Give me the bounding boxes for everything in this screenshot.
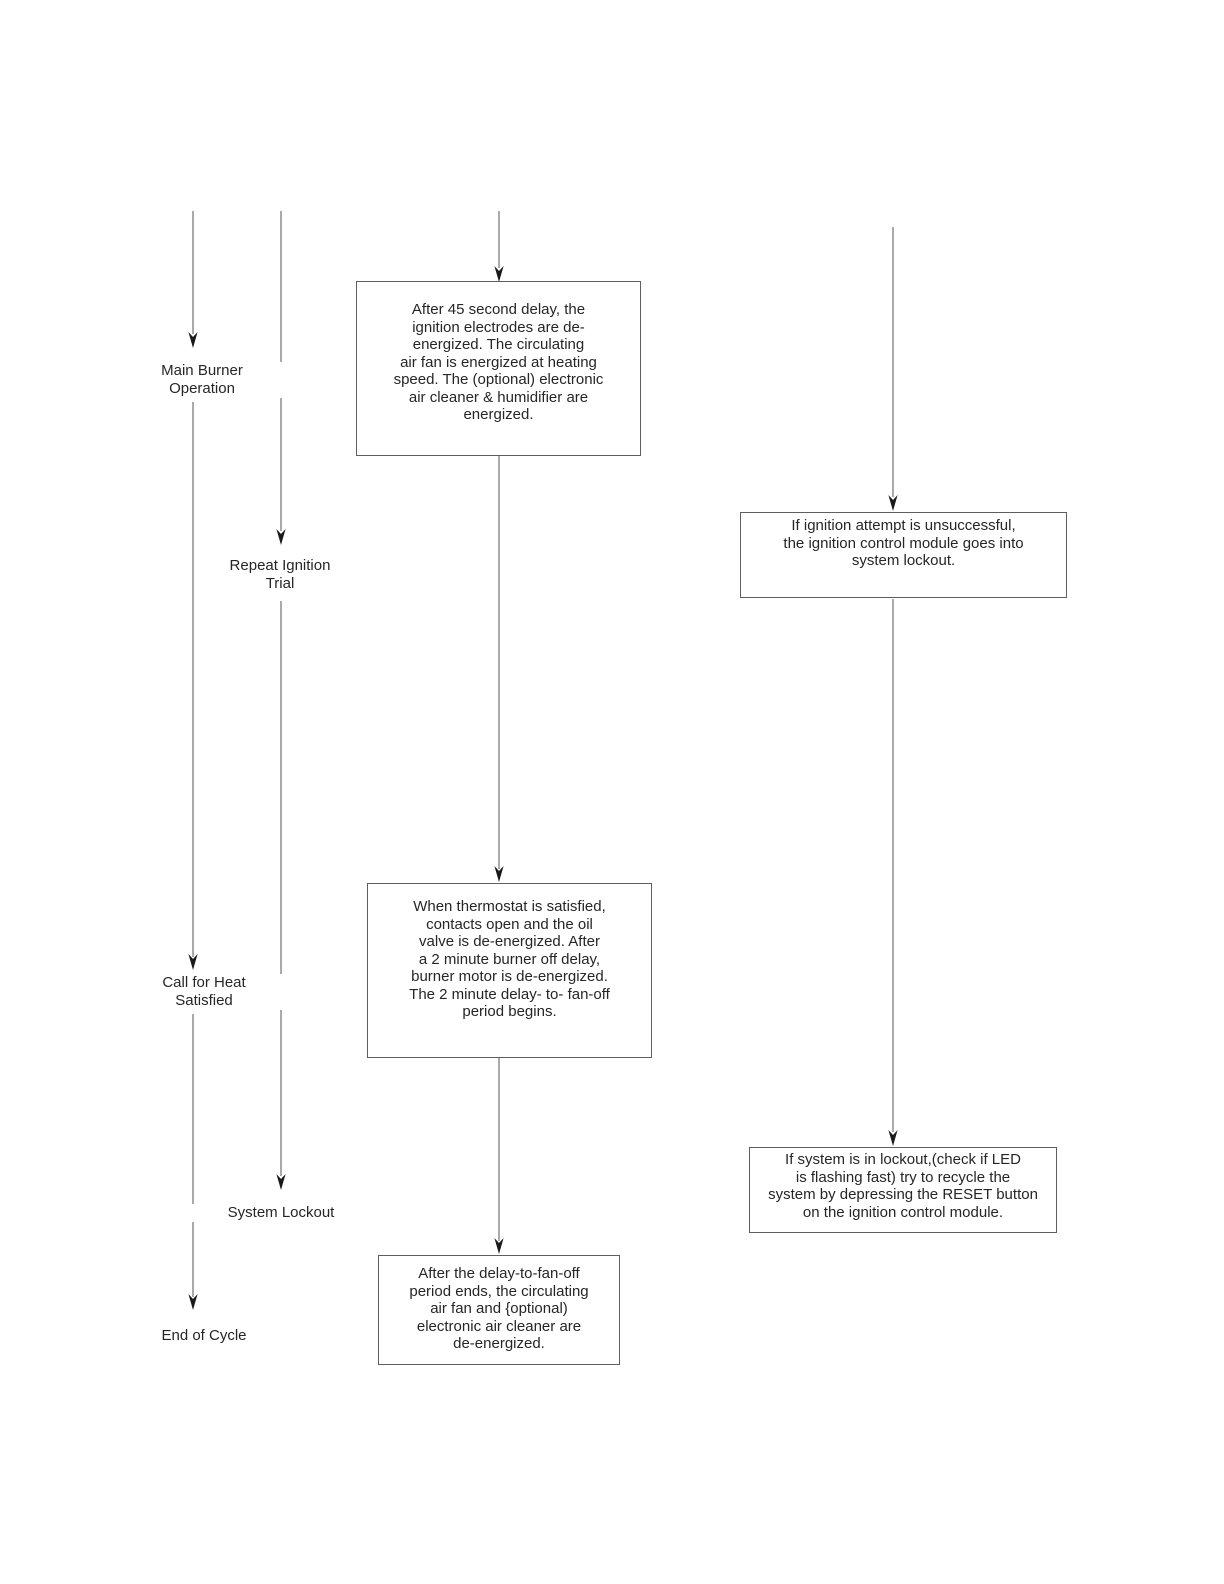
box-thermostat-satisfied: When thermostat is satisfied, contacts o… <box>367 883 652 1058</box>
label-main-burner-operation: Main Burner Operation <box>122 362 282 398</box>
box-ignition-unsuccessful: If ignition attempt is unsuccessful, the… <box>740 512 1067 598</box>
label-repeat-ignition-trial: Repeat Ignition Trial <box>200 557 360 593</box>
label-call-for-heat-satisfied: Call for Heat Satisfied <box>124 974 284 1010</box>
label-system-lockout: System Lockout <box>181 1204 381 1222</box>
label-end-of-cycle: End of Cycle <box>104 1327 304 1345</box>
arrow-down-icon <box>888 1130 898 1146</box>
arrow-down-icon <box>276 529 286 545</box>
arrow-down-icon <box>888 495 898 511</box>
arrow-down-icon <box>494 266 504 282</box>
arrow-down-icon <box>188 1294 198 1310</box>
arrow-down-icon <box>188 332 198 348</box>
arrow-down-icon <box>494 1238 504 1254</box>
lane-repeat-ignition-arrowheads <box>276 529 286 1190</box>
lane-lockout-arrowheads <box>888 495 898 1146</box>
arrow-down-icon <box>494 866 504 882</box>
lane-main-burner-arrowheads <box>188 332 198 1310</box>
lane-process-arrowheads <box>494 266 504 1254</box>
box-after-45-second-delay: After 45 second delay, the ignition elec… <box>356 281 641 456</box>
arrow-down-icon <box>188 954 198 970</box>
arrow-down-icon <box>276 1174 286 1190</box>
box-delay-to-fan-off: After the delay-to-fan-off period ends, … <box>378 1255 620 1365</box>
box-lockout-reset: If system is in lockout,(check if LED is… <box>749 1147 1057 1233</box>
